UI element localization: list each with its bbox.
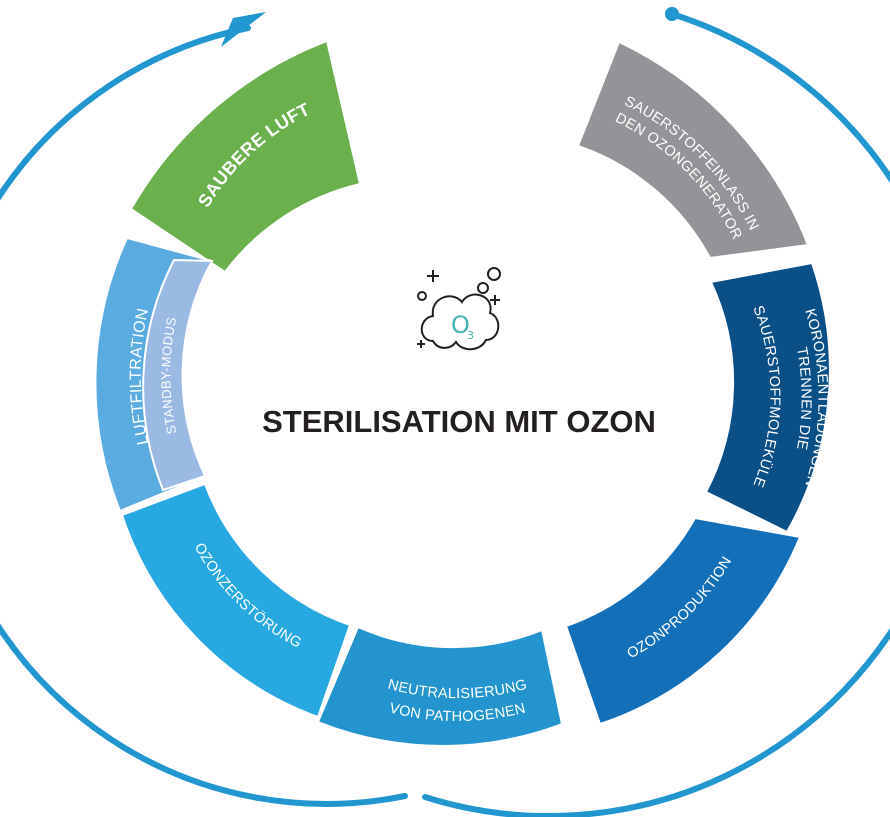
segment-sauerstoffeinlass [576,40,810,260]
page-title: STERILISATION MIT OZON [262,404,656,439]
segment-neutralisierung [316,625,564,747]
label-standby-modus: STANDBY-MODUS [158,316,179,436]
segment-saubere-luft [129,39,362,274]
ozone-bubbles-icon [417,267,501,351]
segment-koronaentladungen [704,261,831,534]
arrow-head-icon [221,12,266,47]
ozone-formula-subscript: 3 [467,329,474,342]
ozone-formula: O [451,311,470,339]
segment-ozonproduktion [564,516,802,726]
label-koronaentladungen-2: TRENNEN DIE [793,346,814,451]
cycle-arrow-right [422,11,890,817]
arrow-start-dot [665,7,679,21]
segment-standby-modus [142,258,214,492]
cycle-arrow-left [0,25,408,807]
segment-ozonzerstoerung [120,482,352,719]
